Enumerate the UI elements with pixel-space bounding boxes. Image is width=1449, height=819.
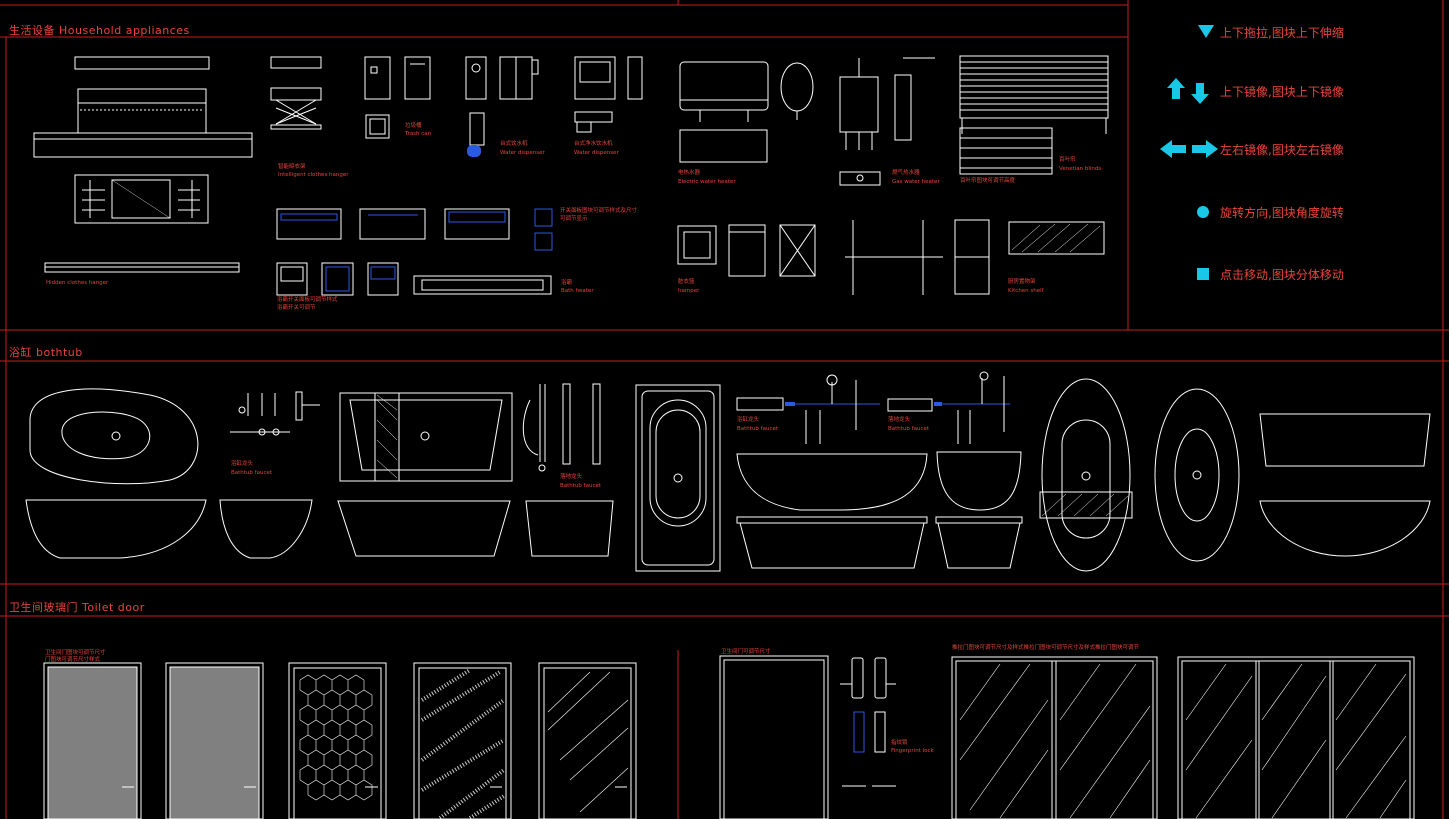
label-bath-heater: Bath heater <box>561 288 594 294</box>
label-lock-cn: 指纹锁 <box>891 740 908 746</box>
legend-text: 上下拖拉,图块上下伸缩 <box>1220 25 1344 40</box>
legend-text: 左右镜像,图块左右镜像 <box>1220 142 1344 157</box>
legend-item-move: 点击移动,图块分体移动 <box>1160 262 1344 286</box>
trash-cans <box>364 56 431 139</box>
bathtub-oval-plan-2 <box>1154 388 1240 562</box>
label-panel-note-2: 可调节显示 <box>560 216 588 222</box>
label-kitchen-shelf: Kitchen shelf <box>1008 288 1044 294</box>
water-dispensers <box>465 56 643 146</box>
bathtubs <box>25 371 1431 572</box>
bathtub-mixers <box>736 371 1010 444</box>
label-gas-heater-cn: 燃气热水器 <box>892 170 920 176</box>
hampers <box>677 224 816 277</box>
hidden-hanger-bar <box>44 262 240 273</box>
label-water-dispenser-1-cn: 台式饮水机 <box>500 141 528 147</box>
label-bath-heater-note-1: 浴霸开关面板可调节样式 <box>277 297 338 303</box>
bathtub-egg-elevation <box>25 499 313 559</box>
label-blinds: Venetian blinds <box>1059 166 1102 172</box>
label-faucet-1-cn: 浴缸龙头 <box>231 461 254 467</box>
label-water-dispenser-2-cn: 台式净水饮水机 <box>574 141 613 147</box>
label-lock: Fingerprint lock <box>891 748 934 754</box>
label-hidden-hanger: Hidden clothes hanger <box>46 280 109 286</box>
section-title-toilet-door: 卫生间玻璃门 Toilet door <box>9 601 145 614</box>
door-plain-frame <box>719 655 829 819</box>
legend-item-rotate: 旋转方向,图块角度旋转 <box>1160 200 1344 224</box>
bath-faucet-set-1 <box>230 391 320 436</box>
ceiling-hanger-elevation <box>33 56 253 158</box>
venetian-blinds <box>959 55 1109 175</box>
label-faucet-2-cn: 浴缸龙头 <box>737 417 760 423</box>
label-water-dispenser-1: Water dispenser <box>500 150 545 156</box>
electric-water-heater <box>679 61 814 163</box>
legend-item-stretch: 上下拖拉,图块上下伸缩 <box>1160 20 1344 44</box>
label-faucet-2: Bathtub faucet <box>737 426 779 432</box>
switch-panels <box>276 208 553 296</box>
square-dot-icon <box>1160 262 1220 286</box>
label-door-note-1: 卫生间门图块可调节尺寸 <box>45 650 106 656</box>
household-appliances <box>33 55 1109 296</box>
door-solid-2 <box>165 662 264 819</box>
section-title-household: 生活设备 Household appliances <box>9 24 190 37</box>
label-water-dispenser-2: Water dispenser <box>574 150 619 156</box>
sliding-door-3-panel <box>1177 656 1415 819</box>
triangle-down-icon <box>1160 20 1220 44</box>
kitchen-shelves <box>845 219 1105 295</box>
label-bath-heater-note-2: 浴霸开关可调节 <box>277 305 316 311</box>
label-sliding-door-note: 推拉门图块可调节尺寸及样式推拉门图块可调节尺寸及样式推拉门图块可调节 <box>952 645 1140 651</box>
legend-text: 上下镜像,图块上下镜像 <box>1220 84 1344 99</box>
label-kitchen-shelf-cn: 厨房置物架 <box>1008 279 1036 285</box>
label-gas-heater: Gas water heater <box>892 179 940 185</box>
label-intelligent-hanger: Intelligent clothes hanger <box>278 172 349 178</box>
ceiling-hanger-plan <box>74 174 209 224</box>
label-panel-note-1: 开关面板图块可调节样式及尺寸 <box>560 208 638 214</box>
intelligent-hanger <box>270 56 322 130</box>
floor-faucets <box>522 383 601 472</box>
label-door-note-3: 卫生间门可调节尺寸 <box>721 649 771 655</box>
label-electric-heater-cn: 电热水器 <box>678 170 701 176</box>
arrows-up-down-icon <box>1160 78 1220 104</box>
bathtub-round-elevations <box>736 451 1023 569</box>
fingerprint-locks <box>840 657 896 787</box>
bathtub-rect-elevation <box>337 500 614 557</box>
label-hamper: hamper <box>678 288 700 294</box>
door-clear-glass <box>538 662 637 819</box>
bathtub-rect-plan <box>339 392 513 482</box>
legend-text: 点击移动,图块分体移动 <box>1220 267 1344 282</box>
door-solid-1 <box>43 662 142 819</box>
arrows-left-right-icon <box>1160 137 1220 161</box>
label-faucet-3-cn: 落地龙头 <box>560 474 583 480</box>
label-faucet-4: Bathtub faucet <box>888 426 930 432</box>
legend-item-mirror-vertical: 上下镜像,图块上下镜像 <box>1160 78 1344 104</box>
bathtub-egg-plan <box>29 388 199 485</box>
label-faucet-3: Bathtub faucet <box>560 483 602 489</box>
legend-text: 旋转方向,图块角度旋转 <box>1220 205 1344 220</box>
label-intelligent-hanger-cn: 智能晾衣架 <box>278 164 306 170</box>
door-frosted-glass <box>413 662 512 819</box>
accent-details <box>467 145 942 406</box>
label-door-note-2: 门图块可调节尺寸样式 <box>45 657 101 663</box>
label-bath-heater-cn: 浴霸 <box>561 280 573 286</box>
gas-water-heater <box>839 57 935 186</box>
circle-dot-icon <box>1160 200 1220 224</box>
bathtub-freestanding-elevation <box>1259 413 1431 557</box>
label-trash-can-cn: 垃圾桶 <box>405 123 422 129</box>
door-hexagon-glass <box>288 662 387 819</box>
toilet-doors <box>43 655 1415 819</box>
label-faucet-1: Bathtub faucet <box>231 470 273 476</box>
label-blinds-note: 百叶帘图块可调节高度 <box>960 178 1016 184</box>
label-blinds-cn: 百叶帘 <box>1059 157 1076 163</box>
label-electric-heater: Electric water heater <box>678 179 736 185</box>
label-trash-can: Trash can <box>405 131 432 137</box>
bathtub-oval-plan-1 <box>1039 378 1133 572</box>
label-faucet-4-cn: 落地龙头 <box>888 417 911 423</box>
sliding-door-2-panel <box>951 656 1158 819</box>
section-title-bathtub: 浴缸 bothtub <box>9 346 83 359</box>
label-hamper-cn: 脏衣篮 <box>678 279 695 285</box>
bathtub-jacuzzi-plan <box>635 384 721 572</box>
legend-item-mirror-horizontal: 左右镜像,图块左右镜像 <box>1160 137 1344 161</box>
